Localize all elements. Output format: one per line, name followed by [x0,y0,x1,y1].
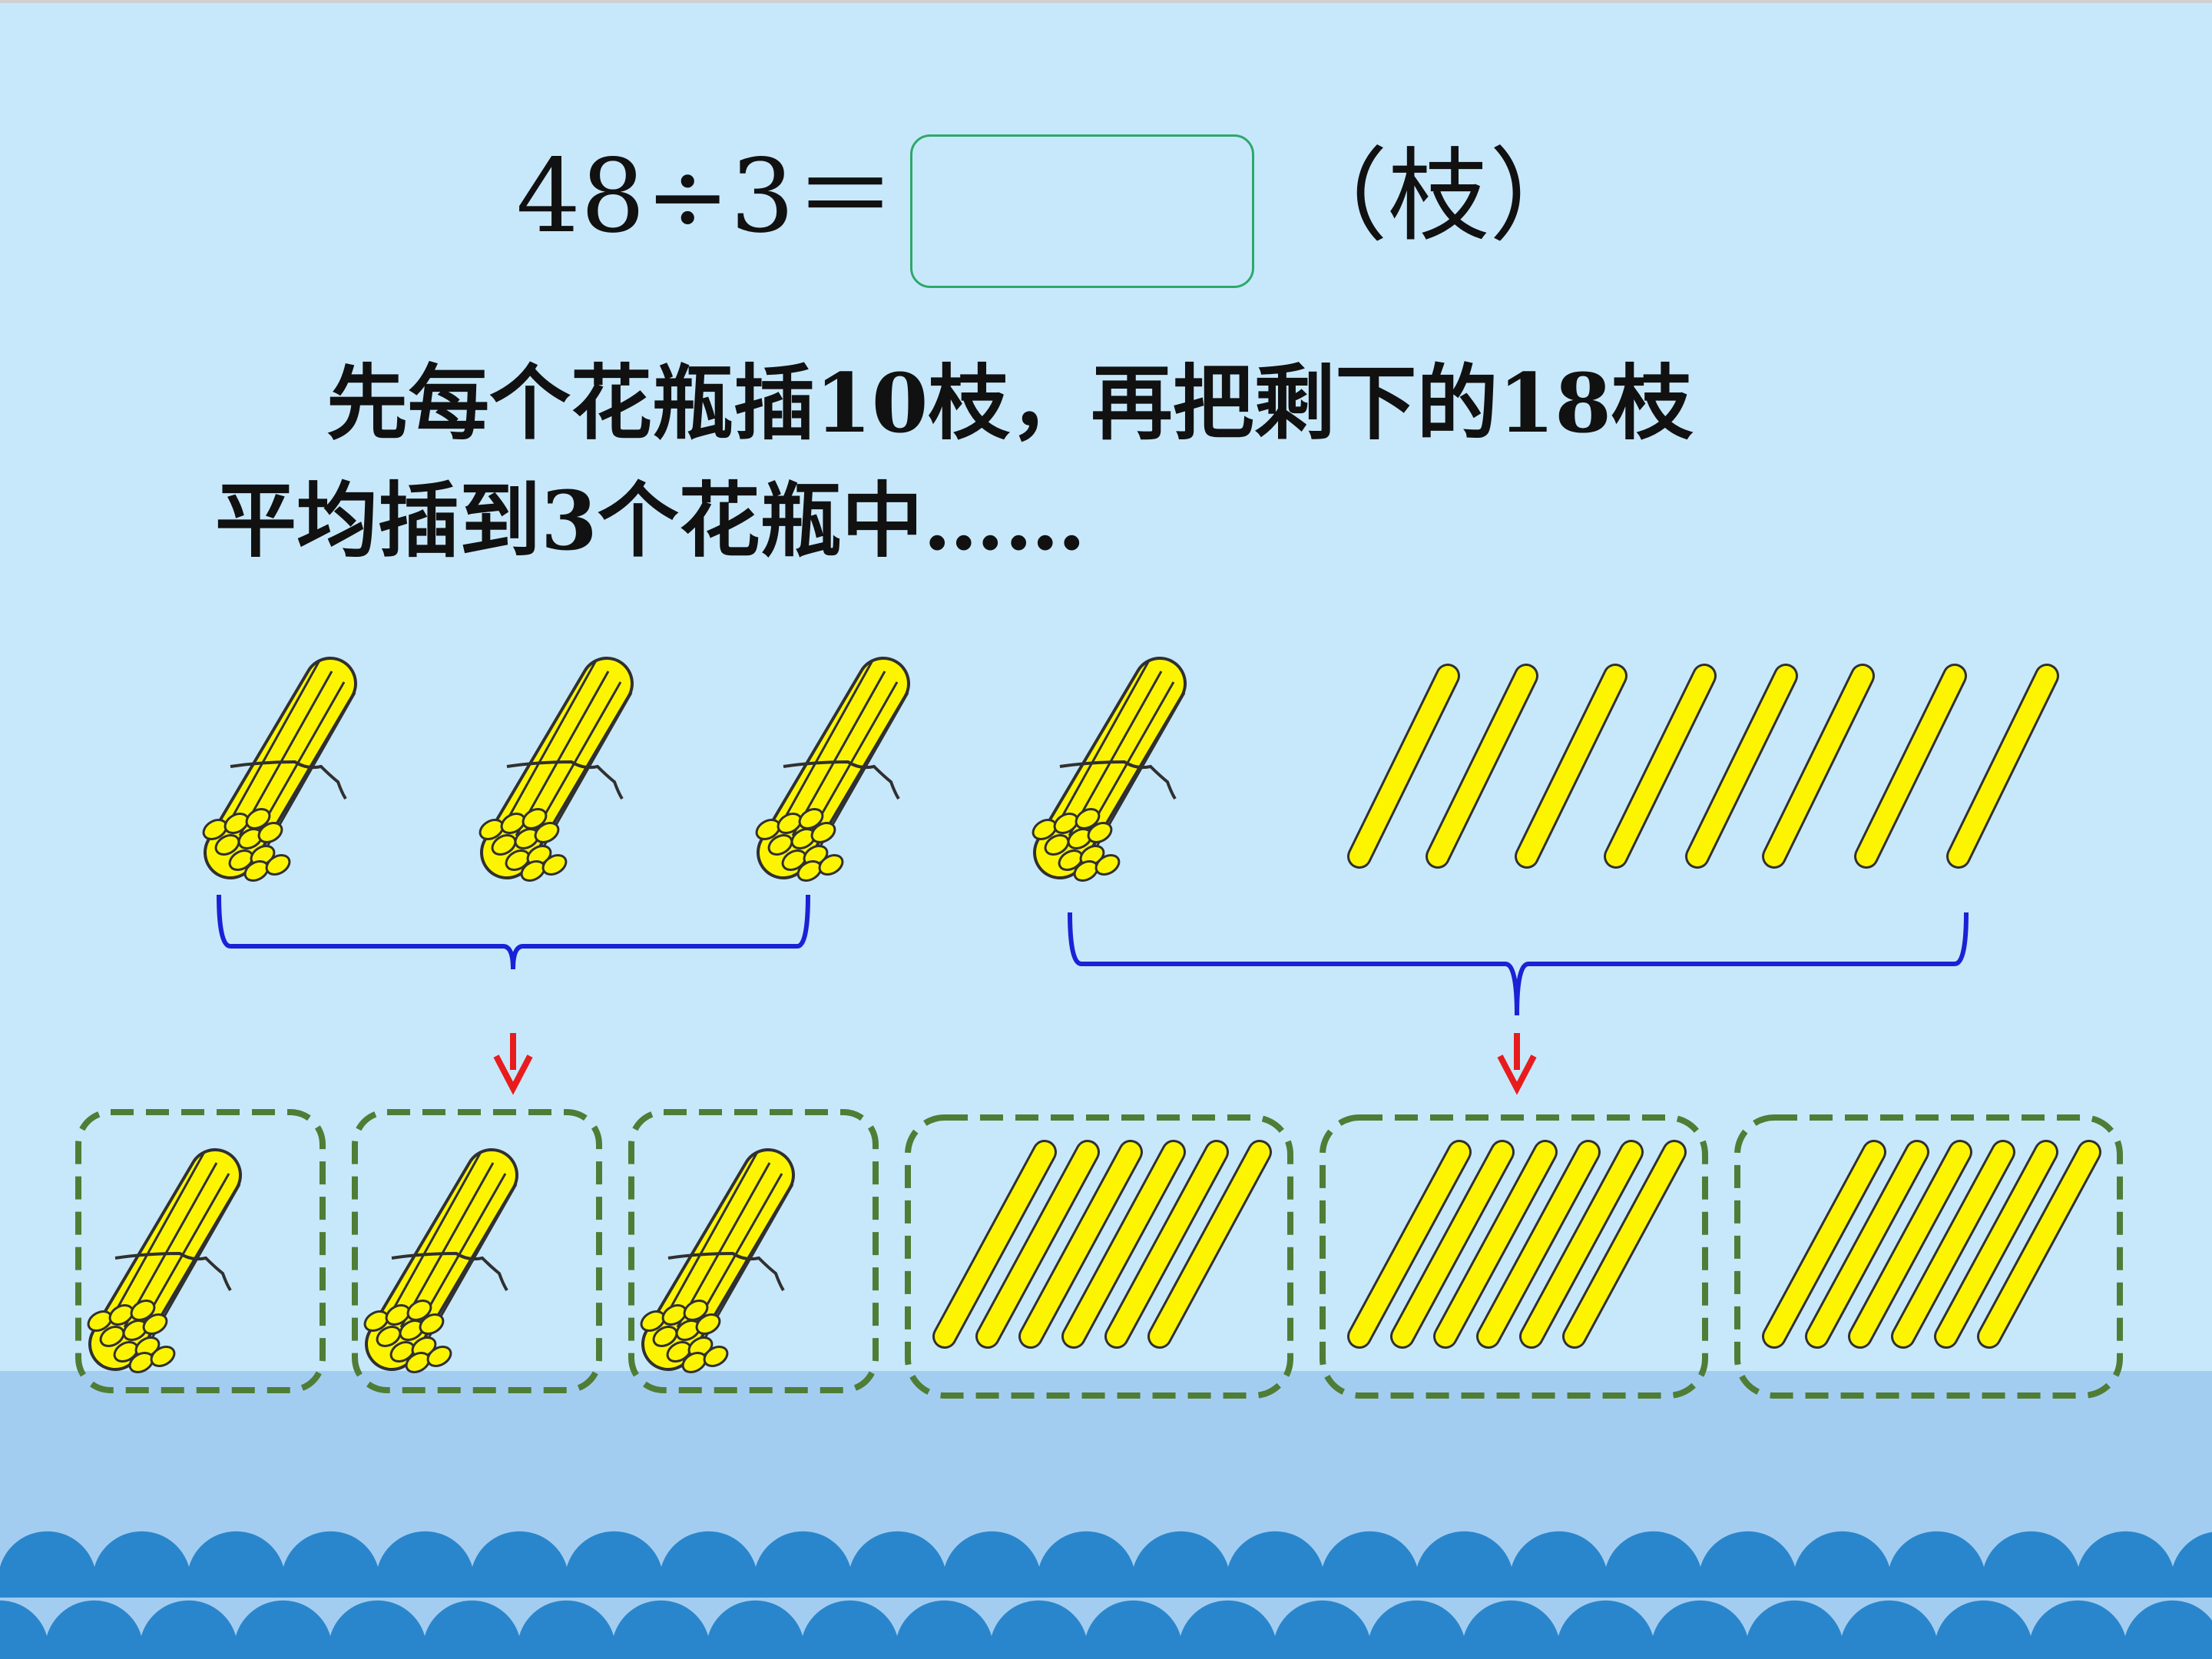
vase-box-2 [352,1109,602,1393]
single-stick-icon [1685,664,1798,869]
single-stick-icon [1604,664,1717,869]
vase-sticks [932,1140,2101,1349]
single-stick-icon [1347,664,1460,869]
stick-bundle-icon [1030,661,1184,885]
instruction-line-2: 平均插到3个花瓶中…… [215,472,1086,568]
vase-box-5 [1320,1114,1708,1399]
instruction-line-1: 先每个花瓶插10枝，再把剩下的18枝 [326,355,1694,451]
single-stick-icon [1946,664,2059,869]
brace-icon [217,894,810,970]
stick-bundle-icon [85,1152,240,1376]
single-stick-icon [1762,664,1875,869]
equation-unit: （枝） [1286,137,1591,256]
vase-bundles [85,1152,793,1376]
single-stick-icon [1515,664,1628,869]
vase-box-1 [75,1109,326,1393]
top-border [0,0,2212,3]
equation-left: 48÷3＝ [516,137,896,256]
stick-bundle-icon [200,661,355,885]
top-loose-sticks [1347,664,2059,869]
answer-box[interactable] [910,134,1254,288]
down-arrow-icon [496,1033,530,1088]
vase-boxes [75,1109,2123,1399]
stick-bundle-icon [362,1152,516,1376]
wave-decoration [0,1531,2212,1659]
stick-bundle-icon [638,1152,793,1376]
vase-box-4 [905,1114,1293,1399]
vase-box-6 [1734,1114,2123,1399]
stick-bundle-icon [477,661,631,885]
vase-box-3 [628,1109,879,1393]
single-stick-icon [1426,664,1538,869]
brace-icon [1068,912,1969,1016]
single-stick-icon [1854,664,1967,869]
stick-bundle-icon [753,661,908,885]
top-bundles [200,661,1184,885]
down-arrow-icon [1500,1033,1534,1088]
